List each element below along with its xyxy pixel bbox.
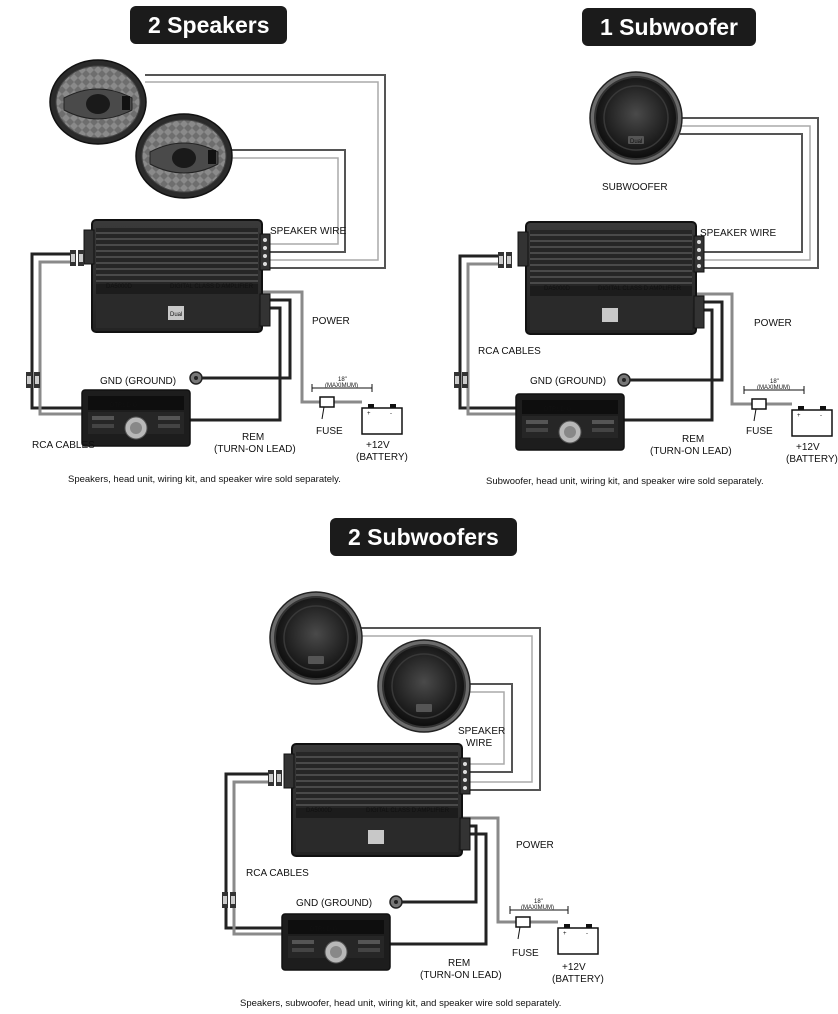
power-label-1: POWER bbox=[312, 316, 350, 327]
battery-plus-1: + bbox=[367, 411, 371, 417]
note-2: Subwoofer, head unit, wiring kit, and sp… bbox=[486, 476, 764, 487]
gnd-label-2: GND (GROUND) bbox=[530, 376, 606, 387]
battery-label-1b: (BATTERY) bbox=[356, 452, 408, 463]
rca-plug-3a bbox=[268, 770, 282, 786]
max-label-3b: (MAXIMUM) bbox=[521, 905, 554, 911]
battery-3-image bbox=[557, 923, 599, 955]
rca-label-3: RCA CABLES bbox=[246, 868, 309, 879]
max-label-2b: (MAXIMUM) bbox=[757, 385, 790, 391]
head-unit-display-1: DTRUDIO bbox=[110, 403, 138, 409]
battery-plus-3: + bbox=[563, 931, 567, 937]
ground-ring-3 bbox=[389, 895, 403, 909]
speaker-wire-label-3a: SPEAKER bbox=[458, 726, 505, 737]
ground-ring-2 bbox=[617, 373, 631, 387]
section-2-speakers: DA5000D DIGITAL CLASS D AMPLIFIER Dual D… bbox=[26, 59, 408, 485]
fuse-label-3: FUSE bbox=[512, 948, 539, 959]
ground-ring-1 bbox=[189, 371, 203, 385]
rca-label-2: RCA CABLES bbox=[478, 346, 541, 357]
amp-brand-1: Dual bbox=[170, 312, 182, 318]
rca-plug-3b bbox=[222, 892, 236, 908]
subwoofer-2-image bbox=[269, 591, 363, 685]
rem-label-1b: (TURN-ON LEAD) bbox=[214, 444, 296, 455]
head-unit-1-image bbox=[81, 389, 191, 447]
rca-label-1: RCA CABLES bbox=[32, 440, 95, 451]
section-title-2-subwoofers: 2 Subwoofers bbox=[330, 518, 517, 556]
amp-model-3: DA5000D bbox=[306, 808, 333, 814]
battery-label-3b: (BATTERY) bbox=[552, 974, 604, 985]
section-title-2-speakers: 2 Speakers bbox=[130, 6, 288, 44]
max-label-1a: 18" bbox=[338, 377, 347, 383]
amplifier-3-image bbox=[283, 743, 471, 857]
fuse-label-2: FUSE bbox=[746, 426, 773, 437]
battery-1-image bbox=[361, 403, 403, 435]
rem-label-2b: (TURN-ON LEAD) bbox=[650, 446, 732, 457]
rca-plug-1a bbox=[70, 250, 84, 266]
fuse-1-image bbox=[319, 396, 335, 420]
rca-plug-2a bbox=[498, 252, 512, 268]
subwoofer-3-image bbox=[377, 639, 471, 733]
section-2-subwoofers: DA5000D DIGITAL CLASS D AMPLIFIER DTRUDI… bbox=[222, 591, 604, 1009]
max-label-1b: (MAXIMUM) bbox=[325, 383, 358, 389]
rem-label-1a: REM bbox=[242, 432, 264, 443]
speaker-wire-label-3b: WIRE bbox=[466, 738, 492, 749]
head-unit-3-image bbox=[281, 913, 391, 971]
fuse-label-1: FUSE bbox=[316, 426, 343, 437]
fuse-3-image bbox=[515, 916, 531, 940]
head-unit-display-2: DTRUDIO bbox=[544, 407, 572, 413]
battery-minus-1: - bbox=[390, 411, 392, 417]
fuse-2-image bbox=[751, 398, 767, 422]
power-label-2: POWER bbox=[754, 318, 792, 329]
sub-brand-1: Dual bbox=[630, 139, 642, 145]
battery-minus-3: - bbox=[586, 931, 588, 937]
speaker-wire-label-2: SPEAKER WIRE bbox=[700, 228, 776, 239]
note-1: Speakers, head unit, wiring kit, and spe… bbox=[68, 474, 341, 485]
battery-minus-2: - bbox=[820, 413, 822, 419]
battery-plus-2: + bbox=[797, 413, 801, 419]
amp-desc-1: DIGITAL CLASS D AMPLIFIER bbox=[170, 284, 254, 290]
power-label-3: POWER bbox=[516, 840, 554, 851]
gnd-label-3: GND (GROUND) bbox=[296, 898, 372, 909]
max-label-2a: 18" bbox=[770, 379, 779, 385]
speaker-2-image bbox=[135, 113, 233, 199]
battery-label-2a: +12V bbox=[796, 442, 820, 453]
max-label-3a: 18" bbox=[534, 899, 543, 905]
battery-label-2b: (BATTERY) bbox=[786, 454, 838, 465]
speaker-wire-label-1: SPEAKER WIRE bbox=[270, 226, 346, 237]
subwoofer-1-image bbox=[589, 71, 683, 165]
battery-label-3a: +12V bbox=[562, 962, 586, 973]
amplifier-2-image bbox=[517, 221, 705, 335]
gnd-label-1: GND (GROUND) bbox=[100, 376, 176, 387]
amp-model-1: DA5000D bbox=[106, 284, 133, 290]
amp-desc-2: DIGITAL CLASS D AMPLIFIER bbox=[598, 286, 682, 292]
subwoofer-label-2: SUBWOOFER bbox=[602, 182, 668, 193]
battery-label-1a: +12V bbox=[366, 440, 390, 451]
battery-2-image bbox=[791, 405, 833, 437]
note-3: Speakers, subwoofer, head unit, wiring k… bbox=[240, 998, 561, 1009]
head-unit-2-image bbox=[515, 393, 625, 451]
rem-label-3b: (TURN-ON LEAD) bbox=[420, 970, 502, 981]
rem-label-3a: REM bbox=[448, 958, 470, 969]
section-1-subwoofer: Dual DA5000D DIGITAL CLASS D AMPLIFIER D… bbox=[454, 71, 838, 487]
amp-model-2: DA5000D bbox=[544, 286, 571, 292]
rem-label-2a: REM bbox=[682, 434, 704, 445]
amp-desc-3: DIGITAL CLASS D AMPLIFIER bbox=[366, 808, 450, 814]
speaker-1-image bbox=[49, 59, 147, 145]
head-unit-display-3: DTRUDIO bbox=[310, 927, 338, 933]
section-title-1-subwoofer: 1 Subwoofer bbox=[582, 8, 757, 46]
